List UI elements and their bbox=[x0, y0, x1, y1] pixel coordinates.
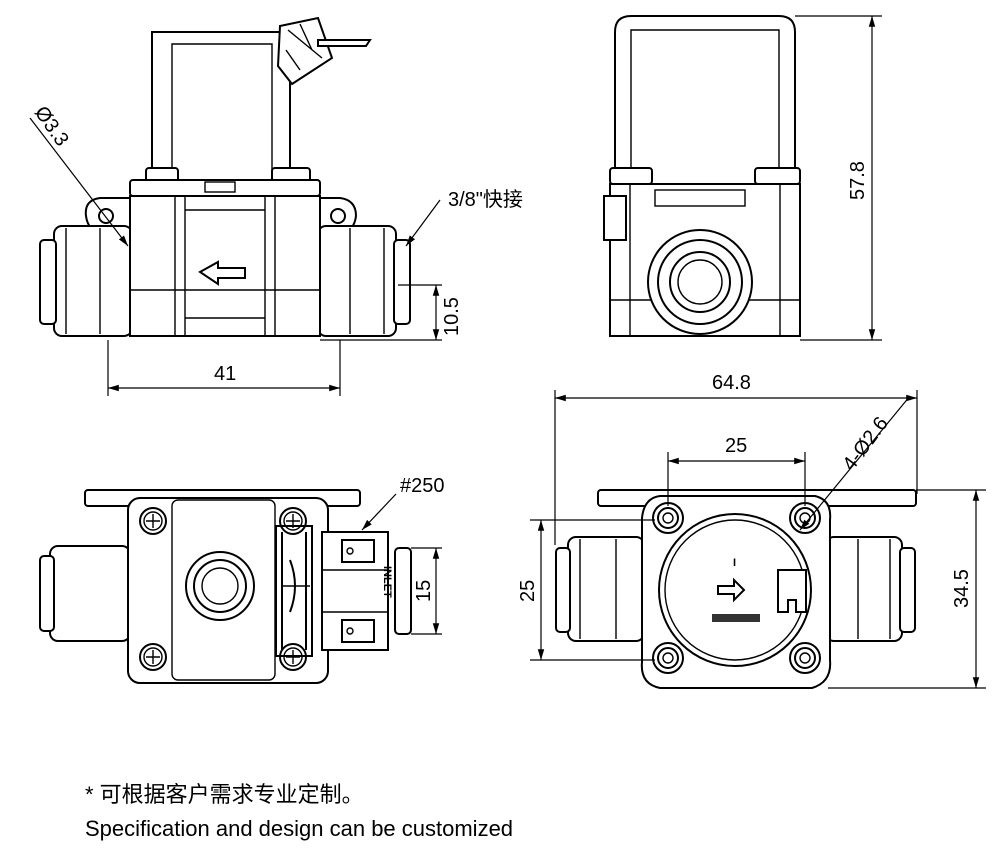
mount-holes-leader bbox=[799, 395, 911, 531]
coil-bracket bbox=[151, 31, 291, 178]
terminal-connector bbox=[276, 16, 372, 86]
retaining-clip bbox=[275, 525, 313, 657]
fitting-left-bottom bbox=[555, 536, 645, 642]
note-chinese: * 可根据客户需求专业定制。 bbox=[85, 782, 364, 807]
terminal-leader bbox=[361, 493, 397, 531]
valve-body bbox=[129, 195, 321, 337]
fitting-label: 3/8"快接 bbox=[448, 188, 523, 211]
side-view: Ø3.3 3/8"快接 10.5 41 bbox=[29, 16, 523, 396]
fitting-right bbox=[317, 225, 411, 337]
terminal-width-label: 15 bbox=[413, 580, 435, 602]
flow-arrow-icon-bottom bbox=[717, 577, 746, 603]
fitting-right-top bbox=[394, 547, 412, 635]
flow-mark: I bbox=[733, 557, 736, 569]
overall-height-label: 57.8 bbox=[847, 161, 869, 200]
terminal-block bbox=[321, 531, 389, 651]
hole-spacing-y-label: 25 bbox=[517, 580, 539, 602]
hole-leader bbox=[29, 117, 129, 247]
note-english: Specification and design can be customiz… bbox=[85, 816, 513, 841]
body-width-label: 34.5 bbox=[951, 569, 973, 608]
brand-mark bbox=[712, 614, 760, 622]
top-view: INLET #250 15 bbox=[39, 475, 445, 684]
fitting-leader bbox=[405, 199, 441, 247]
fitting-left-top bbox=[39, 545, 137, 642]
bottom-view: I 64.8 25 4-Ø2.6 25 34.5 bbox=[517, 372, 986, 689]
hole-spacing-x-label: 25 bbox=[725, 435, 747, 457]
port-height-label: 10.5 bbox=[441, 297, 463, 336]
mount-holes-label: 4-Ø2.6 bbox=[838, 413, 892, 475]
coil-bracket-inner bbox=[171, 43, 273, 178]
body-length-label: 41 bbox=[214, 363, 236, 385]
coil-bracket-front bbox=[614, 15, 796, 178]
bottom-cover bbox=[658, 513, 812, 667]
overall-length-label: 64.8 bbox=[712, 372, 751, 394]
flow-arrow-icon bbox=[198, 260, 246, 286]
inlet-label: INLET bbox=[381, 566, 393, 598]
fitting-right-bottom bbox=[825, 536, 916, 642]
coil-center bbox=[185, 551, 255, 621]
fitting-left bbox=[39, 225, 133, 337]
terminal-label: #250 bbox=[400, 475, 445, 497]
mount-hole-icon bbox=[652, 502, 821, 674]
front-view: 57.8 bbox=[603, 15, 882, 341]
outlet-port bbox=[647, 229, 753, 335]
